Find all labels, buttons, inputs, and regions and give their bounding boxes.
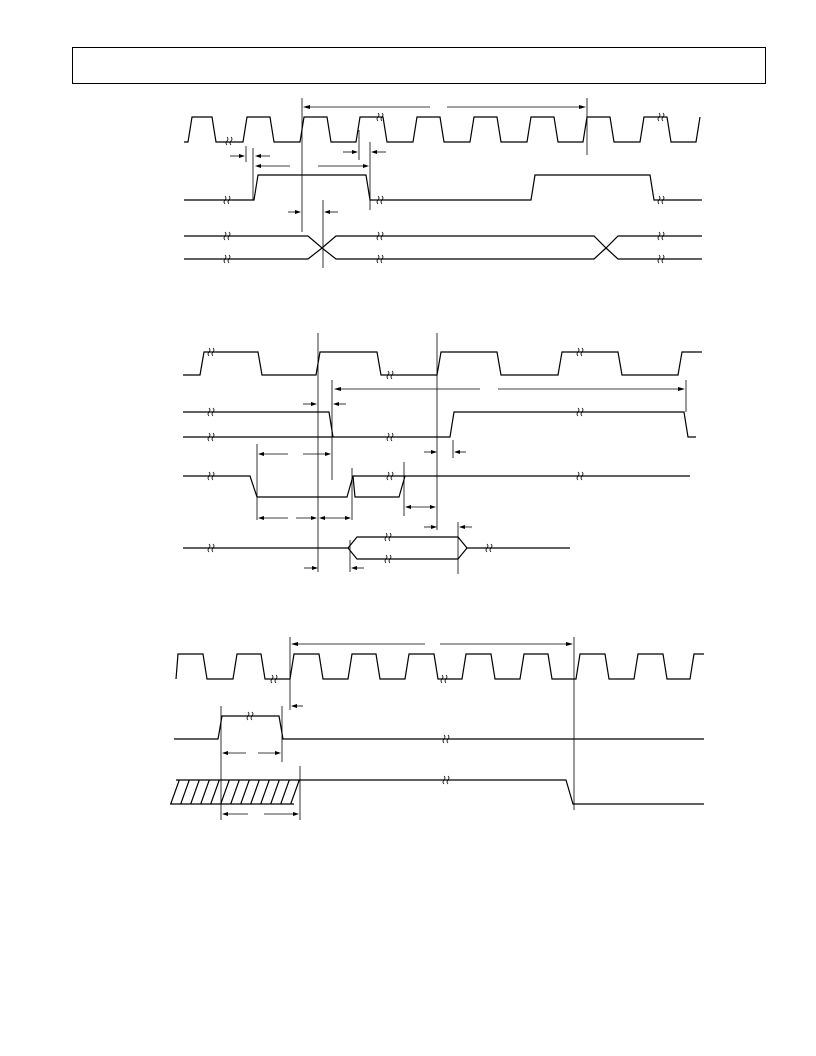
timing-diagram-1: [184, 98, 702, 268]
pulse-waveform: [174, 715, 704, 740]
clock-waveform: [184, 116, 701, 143]
data-waveform: [183, 536, 570, 560]
dimension-arrows: [230, 105, 586, 214]
strobe-b-waveform: [183, 411, 696, 438]
timing-diagram-3: [170, 637, 704, 820]
dimension-arrows: [258, 387, 685, 570]
clock-waveform: [175, 653, 704, 680]
clock-waveform: [183, 351, 702, 376]
header-box: [72, 47, 766, 84]
reference-lines: [220, 637, 575, 820]
break-symbols: [207, 347, 584, 564]
dimension-arrows: [222, 642, 573, 816]
reference-lines: [256, 333, 687, 574]
break-symbols: [223, 112, 665, 264]
timing-diagram-2: [183, 333, 702, 574]
break-symbols: [246, 674, 450, 785]
bus-waveform: [184, 235, 702, 260]
reference-lines: [245, 98, 588, 268]
hatched-invalid-region: [170, 780, 300, 804]
status-waveform: [170, 779, 704, 805]
strobe-waveform: [184, 174, 702, 201]
